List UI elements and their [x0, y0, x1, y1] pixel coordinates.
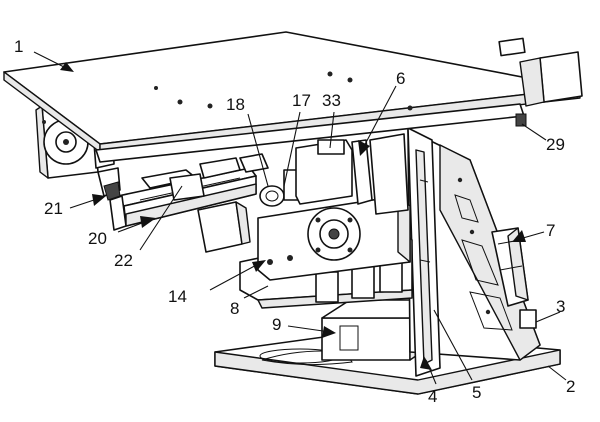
right-motor	[491, 227, 537, 329]
callout-4: 4	[428, 387, 437, 406]
linear-rail	[109, 153, 269, 253]
callout-22: 22	[114, 251, 133, 270]
callout-17: 17	[292, 91, 311, 110]
callout-33: 33	[322, 91, 341, 110]
top-plate	[3, 31, 581, 163]
callout-21: 21	[44, 199, 63, 218]
callout-9: 9	[272, 315, 281, 334]
callout-1: 1	[14, 37, 23, 56]
leader-lines	[33, 51, 567, 385]
inner-supports	[295, 133, 409, 215]
rear-motor	[498, 37, 583, 127]
callout-3: 3	[556, 297, 565, 316]
callout-5: 5	[472, 383, 481, 402]
callout-29: 29	[546, 135, 565, 154]
callout-14: 14	[168, 287, 187, 306]
carriage-plate	[257, 169, 411, 281]
callout-2: 2	[566, 377, 575, 396]
callout-8: 8	[230, 299, 239, 318]
callout-7: 7	[546, 221, 555, 240]
callout-20: 20	[88, 229, 107, 248]
column-plate	[407, 127, 441, 377]
callout-18: 18	[226, 95, 245, 114]
callout-labels: 1 2 3 4 5 6 7 8 9 14 17 18 20 21 22 29 3…	[14, 37, 575, 406]
callout-6: 6	[396, 69, 405, 88]
